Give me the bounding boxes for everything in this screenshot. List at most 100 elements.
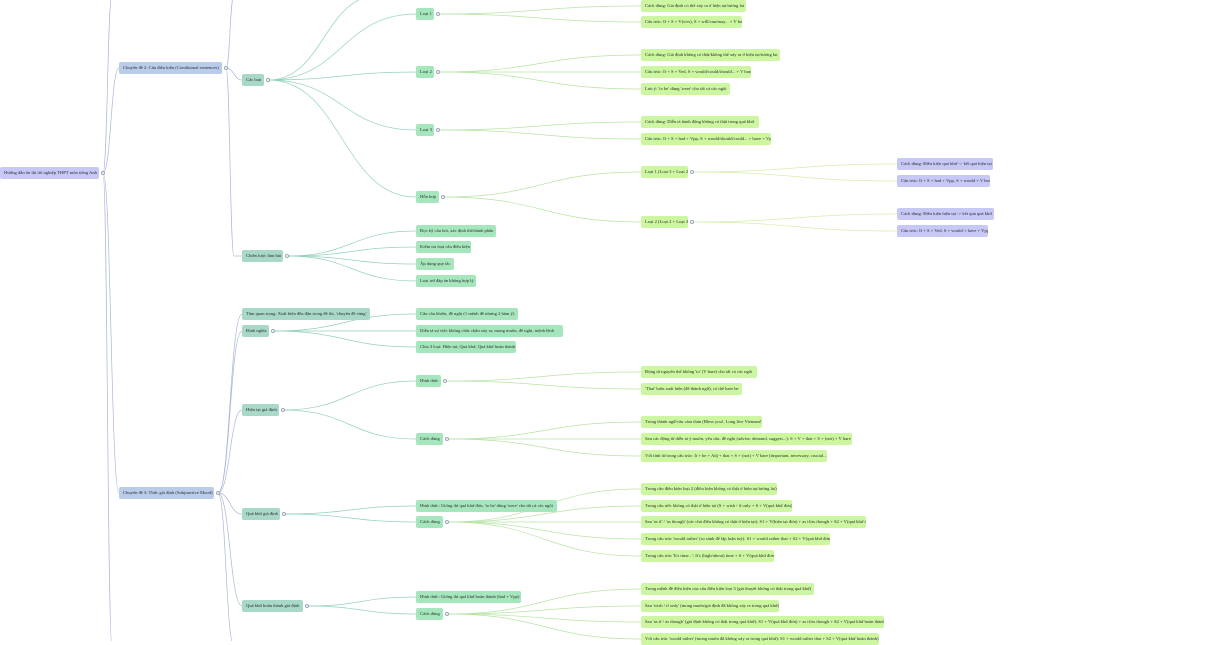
topic-subjunctive-node[interactable]: Chuyên đề 3: Thức giả định (Subjunctive … [119,487,214,499]
past-perfect-usage-item[interactable]: Sau 'as if / as though' (giả định không … [641,616,884,628]
past-perfect-usage-item[interactable]: Trong mệnh đề điều kiện của câu điều kiệ… [641,583,814,595]
connector-line [446,588,642,615]
type3-node[interactable]: Loại 3 [416,124,434,136]
past-usage-collapse-toggle[interactable] [445,520,449,524]
topic-subjunctive-collapse-toggle[interactable] [216,491,220,495]
connector-line [267,71,417,81]
connector-line [225,67,243,81]
mixed-a-usage[interactable]: Cách dùng: Điều kiện quá khứ -> kết quả … [897,158,993,170]
present-usage-collapse-toggle[interactable] [445,437,449,441]
topic-conditional-collapse-toggle[interactable] [224,66,228,70]
mixed-b-collapse-toggle[interactable] [690,220,694,224]
present-usage-item[interactable]: Sau các động từ diễn tả ý muốn, yêu cầu,… [641,433,852,445]
connector-line [283,505,417,515]
root-node[interactable]: Hướng dẫn ôn thi tốt nghiệp THPT môn tiế… [0,167,99,179]
types-collapse-toggle[interactable] [266,78,270,82]
past-usage-node[interactable]: Cách dùng [416,516,443,528]
definition-collapse-toggle[interactable] [271,329,275,333]
connector-line [446,438,642,457]
present-form-node[interactable]: Hình thức [416,375,441,387]
past-perfect-usage-item[interactable]: Sau 'wish / if only' (mong muốn/giả định… [641,600,779,612]
mixed-b-node[interactable]: Loại 2 (Loại 2 + Loại 3) [641,216,688,228]
definition-item[interactable]: Chia 3 loại: Hiện tại, Quá khứ, Quá khứ … [416,341,516,353]
strategy-item[interactable]: Đọc kỹ câu hỏi, xác định thì/thành phần [416,225,496,237]
past-usage-item[interactable]: Trong câu ước không có thật ở hiện tại (… [641,500,792,512]
past-usage-item[interactable]: Trong câu điều kiện loại 2 (điều kiện kh… [641,483,777,495]
connector-line [437,71,642,90]
conditional-types-node[interactable]: Các loại [242,74,264,86]
connector-line [437,5,642,15]
past-usage-item[interactable]: Trong cấu trúc 'It's time...': It's (hig… [641,550,774,562]
type2-note[interactable]: Lưu ý: 'to be' dùng 'were' cho tất cả cá… [641,83,730,95]
connector-line [446,421,642,440]
connector-line [446,521,642,557]
connector-line [691,171,898,182]
connector-line [283,513,417,523]
strategy-node[interactable]: Chiến lược làm bài [242,250,283,262]
connector-line [444,380,642,390]
definition-item[interactable]: Diễn tả sự việc không chắc chắn xảy ra, … [416,325,563,337]
definition-node[interactable]: Định nghĩa [242,325,269,337]
present-usage-node[interactable]: Cách dùng [416,433,443,445]
present-usage-item[interactable]: Với tính từ trong cấu trúc: It + be + Ad… [641,450,827,462]
strategy-item[interactable]: Kiểm tra loại câu điều kiện [416,241,471,253]
past-collapse-toggle[interactable] [282,512,286,516]
past-perfect-form[interactable]: Hình thức: Giống thì quá khứ hoàn thành … [416,591,521,603]
strategy-collapse-toggle[interactable] [285,254,289,258]
subjunctive-intro[interactable]: Tầm quan trọng: Xuất hiện đều đặn trong … [242,308,370,320]
type3-usage[interactable]: Cách dùng: Diễn tả hành động không có th… [641,116,759,128]
connector-line [437,121,642,131]
present-subjunctive-node[interactable]: Hiện tại giả định [242,404,279,416]
type1-usage[interactable]: Cách dùng: Giả định có thể xảy ra ở hiện… [641,0,746,12]
past-usage-item[interactable]: Trong cấu trúc 'would rather' (so sánh đ… [641,533,830,545]
strategy-item[interactable]: Loại trừ đáp án không hợp lý [416,275,476,287]
connector-line [217,409,243,494]
past-perfect-usage-collapse-toggle[interactable] [445,612,449,616]
present-usage-item[interactable]: Trong thành ngữ/câu cảm thán (Bless you!… [641,416,762,428]
past-subjunctive-node[interactable]: Quá khứ giả định [242,508,280,520]
present-form-item[interactable]: 'That' luôn xuất hiện (để thành ngữ), có… [641,383,742,395]
type1-node[interactable]: Loại 1 [416,8,434,20]
connector-line [446,605,642,615]
definition-item[interactable]: Câu cầu khiến, đề nghị (1 mệnh đề nhưng … [416,308,518,320]
connector-line [446,505,642,523]
connector-line [691,163,898,173]
present-form-collapse-toggle[interactable] [443,379,447,383]
type2-usage[interactable]: Cách dùng: Giả định không có thật/không … [641,49,780,61]
connector-line [437,13,642,23]
present-collapse-toggle[interactable] [281,408,285,412]
mixed-b-usage[interactable]: Cách dùng: Điều kiện hiện tại -> kết quả… [897,208,994,220]
past-perfect-usage-node[interactable]: Cách dùng [416,608,443,620]
type3-collapse-toggle[interactable] [436,128,440,132]
mixed-a-form[interactable]: Cấu trúc: If + S + had + Vpp, S + would … [897,175,990,187]
past-perfect-usage-item[interactable]: Với cấu trúc 'would rather' (mong muốn đ… [641,633,879,645]
connector-line [225,0,233,69]
root-collapse-toggle[interactable] [101,171,105,175]
connector-line [217,492,233,641]
connector-line [442,171,642,198]
mixed-a-node[interactable]: Loại 1 (Loại 3 + Loại 2) [641,166,688,178]
type2-collapse-toggle[interactable] [436,70,440,74]
mixed-a-collapse-toggle[interactable] [690,170,694,174]
connector-line [691,221,898,232]
type3-form[interactable]: Cấu trúc: If + S + had + Vpp, S + would/… [641,133,771,145]
connector-line [267,79,417,131]
type1-collapse-toggle[interactable] [436,12,440,16]
connector-line [437,129,642,140]
past-usage-item[interactable]: Sau 'as if' / 'as though' (các chủ điều … [641,516,866,528]
type2-form[interactable]: Cấu trúc: If + S + Ved, S + would/could/… [641,66,751,78]
mixed-b-form[interactable]: Cấu trúc: If + S + Ved, S + would + have… [897,225,988,237]
past-perfect-collapse-toggle[interactable] [305,604,309,608]
type2-node[interactable]: Loại 2 [416,66,434,78]
mixed-node[interactable]: Hỗn hợp [416,191,439,203]
present-form-item[interactable]: Động từ nguyên thể không 'to' (V bare) c… [641,366,757,378]
connector-line [691,213,898,223]
mixed-collapse-toggle[interactable] [441,195,445,199]
strategy-item[interactable]: Áp dụng quy tắc [416,258,454,270]
topic-conditional-node[interactable]: Chuyên đề 2: Câu điều kiện (Conditional … [119,62,222,74]
connector-line [286,255,417,265]
past-form[interactable]: Hình thức: Giống thì quá khứ đơn, 'to be… [416,500,557,512]
type1-form[interactable]: Cấu trúc: If + S + V(s/es), S + will/can… [641,16,742,28]
past-perfect-subjunctive-node[interactable]: Quá khứ hoàn thành giả định [242,600,303,612]
connector-line [444,371,642,382]
